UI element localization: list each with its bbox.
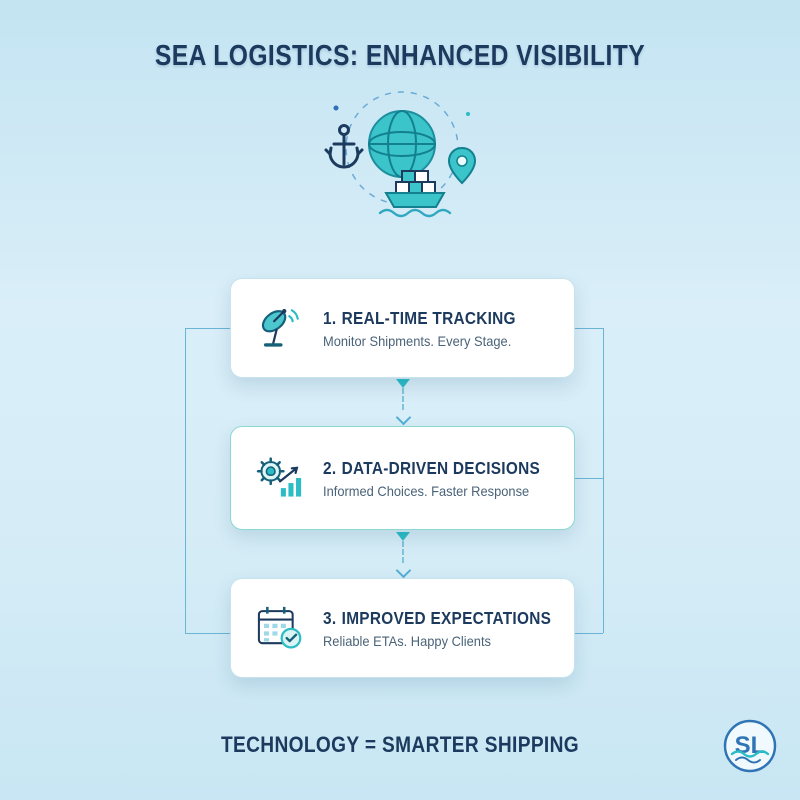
step-number: 3. — [323, 607, 337, 628]
step-title: 2.DATA-DRIVEN DECISIONS — [323, 457, 540, 479]
step-number: 2. — [323, 457, 337, 478]
connector-right-stub-top — [575, 328, 603, 329]
connector-left-stub-bottom — [185, 633, 230, 634]
gear-brain-chart-icon — [253, 451, 307, 505]
satellite-dish-icon — [253, 301, 307, 355]
step-title: 3.IMPROVED EXPECTATIONS — [323, 607, 551, 629]
flow-arrow-1 — [395, 379, 411, 426]
connector-right-stub-middle — [575, 478, 603, 479]
step-number: 1. — [323, 307, 337, 328]
step-title-text: IMPROVED EXPECTATIONS — [341, 607, 552, 628]
step-subtitle: Monitor Shipments. Every Stage. — [323, 332, 512, 349]
dashed-line — [402, 541, 404, 563]
step-title: 1.REAL-TIME TRACKING — [323, 308, 516, 329]
step-card-improved-expectations: 3.IMPROVED EXPECTATIONS Reliable ETAs. H… — [230, 578, 575, 678]
connector-right-bracket — [603, 328, 604, 633]
step-title-text: DATA-DRIVEN DECISIONS — [341, 457, 541, 478]
step-card-real-time-tracking: 1.REAL-TIME TRACKING Monitor Shipments. … — [230, 278, 575, 378]
dashed-line — [402, 388, 404, 410]
connector-right-stub-bottom — [575, 633, 603, 634]
flow-arrow-2 — [395, 532, 411, 579]
step-card-data-driven-decisions: 2.DATA-DRIVEN DECISIONS Informed Choices… — [230, 426, 575, 530]
chevron-down-icon — [395, 409, 411, 426]
step-title-text: REAL-TIME TRACKING — [341, 307, 516, 328]
sl-brand-logo: SL — [722, 718, 778, 774]
chevron-down-icon — [395, 562, 411, 579]
globe-ship-anchor-pin-illustration — [310, 90, 490, 230]
calendar-check-icon — [253, 601, 307, 655]
footer-tagline: TECHNOLOGY = SMARTER SHIPPING — [220, 732, 580, 757]
logo-text: SL — [735, 732, 766, 759]
arrow-triangle-icon — [396, 532, 410, 541]
page-title: SEA LOGISTICS: ENHANCED VISIBILITY — [154, 40, 646, 72]
arrow-triangle-icon — [396, 379, 410, 388]
step-subtitle: Informed Choices. Faster Response — [323, 482, 530, 499]
step-subtitle: Reliable ETAs. Happy Clients — [323, 632, 492, 649]
connector-left-stub-top — [185, 328, 230, 329]
connector-left-bracket — [185, 328, 186, 633]
